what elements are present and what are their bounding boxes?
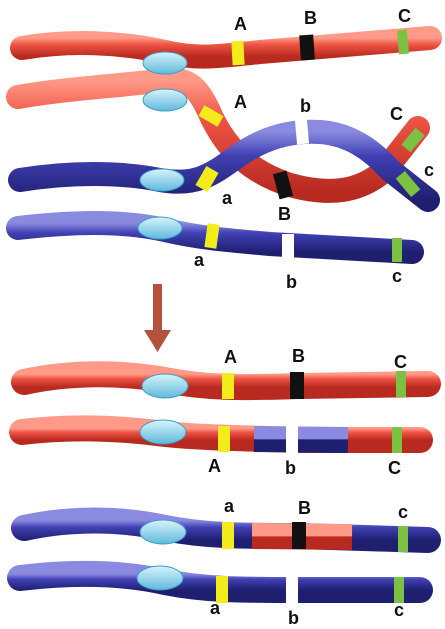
allele-band-c: [392, 238, 402, 262]
label-C: C: [394, 352, 407, 372]
allele-band-b: [286, 426, 298, 453]
allele-band-C: [396, 371, 406, 397]
label-b: b: [288, 608, 299, 628]
label-B: B: [298, 498, 311, 518]
allele-band-C: [397, 30, 409, 55]
allele-band-A: [231, 41, 244, 66]
centromere: [140, 420, 186, 444]
allele-band-C: [392, 427, 402, 453]
allele-band-A: [218, 426, 230, 452]
centromere: [140, 169, 184, 191]
label-B: B: [278, 204, 291, 224]
label-c: c: [394, 600, 404, 620]
label-b: b: [285, 458, 296, 478]
centromere: [138, 217, 182, 239]
label-a: a: [222, 188, 233, 208]
label-C: C: [398, 6, 411, 26]
down-arrow-icon: [144, 284, 171, 352]
allele-band-B: [292, 522, 306, 549]
allele-band-c: [398, 526, 408, 552]
label-A: A: [234, 14, 247, 34]
allele-band-b: [286, 577, 298, 603]
label-a: a: [224, 496, 235, 516]
label-a: a: [210, 598, 221, 618]
label-c: c: [392, 266, 402, 286]
label-B: B: [292, 346, 305, 366]
label-A: A: [234, 92, 247, 112]
centromere: [142, 374, 188, 398]
allele-band-A: [222, 373, 234, 399]
label-c: c: [398, 502, 408, 522]
label-A: A: [208, 456, 221, 476]
centromere: [143, 89, 187, 111]
chromatid-red-1: [22, 38, 430, 57]
label-A: A: [224, 347, 237, 367]
allele-band-b: [282, 234, 294, 258]
label-b: b: [300, 96, 311, 116]
chromatid-segment-blue: [254, 439, 348, 440]
allele-band-B: [299, 35, 315, 61]
label-c: c: [424, 160, 434, 180]
centromere: [143, 52, 187, 74]
allele-band-b: [295, 120, 309, 145]
centromere: [137, 566, 183, 590]
label-B: B: [304, 8, 317, 28]
label-C: C: [390, 104, 403, 124]
label-a: a: [194, 250, 205, 270]
allele-band-a: [222, 522, 234, 549]
centromere: [140, 520, 186, 544]
label-C: C: [388, 458, 401, 478]
allele-band-B: [290, 372, 304, 399]
label-b: b: [286, 272, 297, 292]
